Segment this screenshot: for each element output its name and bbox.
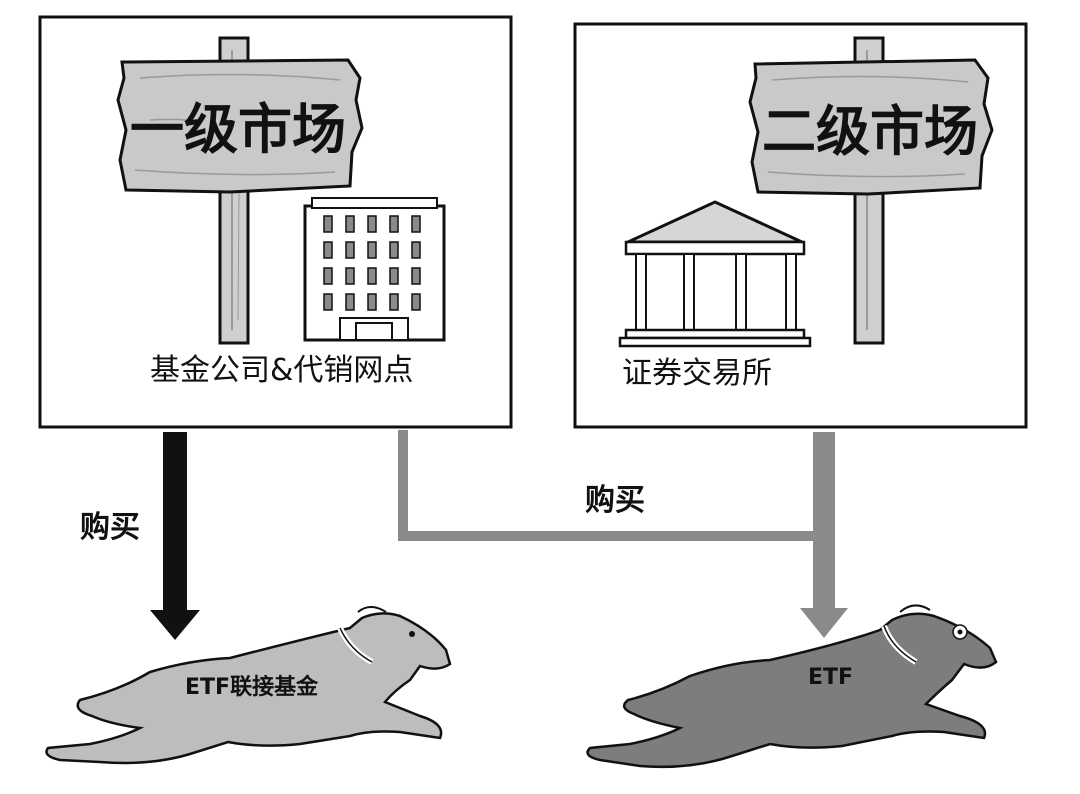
secondary-buy-label: 购买 bbox=[585, 483, 645, 518]
etf-label: ETF bbox=[808, 665, 853, 690]
primary-buy-label: 购买 bbox=[80, 510, 140, 545]
primary-buy-arrow bbox=[150, 432, 200, 640]
etf-feeder-fund-dog-icon: ETF联接基金 bbox=[47, 607, 451, 763]
secondary-buy-arrow bbox=[403, 430, 848, 638]
secondary-market-panel: 二级市场 证券交易所 bbox=[575, 24, 1026, 427]
primary-market-caption: 基金公司&代销网点 bbox=[150, 353, 413, 388]
secondary-sign-label: 二级市场 bbox=[762, 100, 978, 163]
secondary-market-caption: 证券交易所 bbox=[622, 356, 772, 391]
primary-market-panel: 一级市场 基金公司&代销网点 bbox=[40, 17, 511, 427]
office-building-icon bbox=[305, 198, 444, 340]
etf-feeder-fund-label: ETF联接基金 bbox=[185, 674, 319, 700]
etf-dog-icon: ETF bbox=[588, 605, 996, 766]
primary-sign-label: 一级市场 bbox=[130, 98, 346, 161]
